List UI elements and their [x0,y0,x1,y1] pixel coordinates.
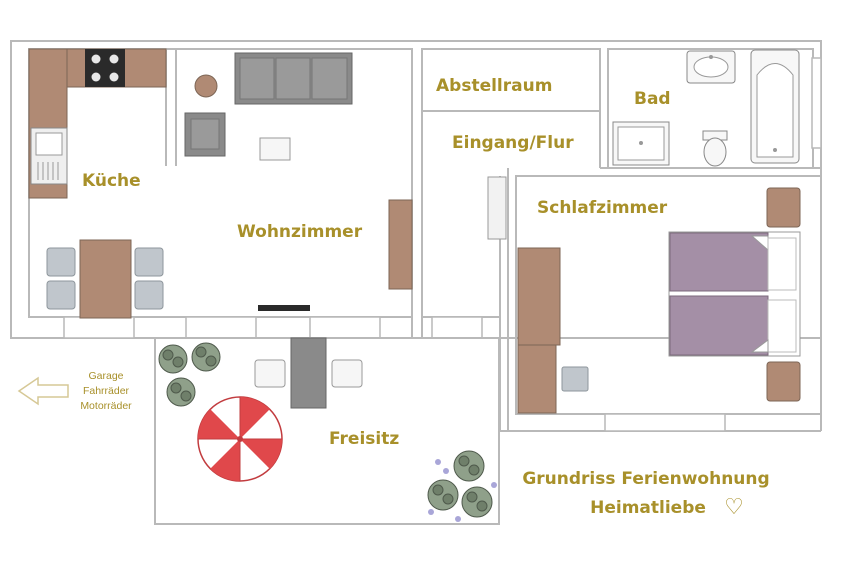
room-label-eingang: Eingang/Flur [452,133,574,153]
stove-icon [85,49,125,87]
bed-mattress [669,232,769,292]
plant-icon [427,479,459,511]
bathroom-fixtures [612,49,800,167]
bedroom-furniture [517,187,801,414]
pillow-icon [767,237,797,291]
dining-chair-icon [46,247,76,277]
terrace-chair-icon [331,359,363,388]
heart-icon: ♡ [724,495,744,520]
plant-icon [461,486,493,518]
bicycles-label: Fahrräder [83,385,130,397]
dining-chair-icon [134,280,164,310]
room-label-abstellraum: Abstellraum [436,76,552,96]
stove-burner-icon [109,72,119,82]
kitchen-furniture [28,48,167,319]
garage-label: Garage [88,370,123,382]
flower-icon [428,509,434,515]
dining-chair-icon [134,247,164,277]
terrace-outline [154,337,500,525]
room-label-bad: Bad [634,89,671,109]
motorcycles-label: Motorräder [80,400,132,412]
living-room-furniture [184,52,413,311]
windows [63,57,822,432]
stove-burner-icon [109,54,119,64]
flower-icon [455,516,461,522]
stool-icon [561,366,589,392]
nightstand [766,361,801,402]
side-table-icon [194,74,218,98]
flower-icon [443,468,449,474]
parasol-icon [197,396,283,482]
plan-title: Grundriss Ferienwohnung [522,469,769,489]
plant-icon [453,450,485,482]
room-label-schlafzimmer: Schlafzimmer [537,198,668,218]
arrow-left-icon [17,376,69,406]
room-label-wohnzimmer: Wohnzimmer [237,222,363,242]
stove-burner-icon [91,72,101,82]
hallway-wardrobe [487,176,507,240]
tv-cabinet [388,199,413,290]
stove-burner-icon [91,54,101,64]
terrace-furniture [197,337,363,482]
pillow-icon [767,299,797,353]
wardrobe [517,344,557,414]
plan-subtitle: Heimatliebe [590,498,706,518]
heater-icon [258,305,310,311]
nightstand [766,187,801,228]
coffee-table [259,137,291,161]
dining-table [79,239,132,319]
plant-icon [191,342,221,372]
terrace-table [290,337,327,409]
flower-icon [491,482,497,488]
flower-icon [435,459,441,465]
flowers [428,459,497,522]
wardrobe [517,247,561,346]
bed-mattress [669,295,769,356]
terrace-chair-icon [254,359,286,388]
room-label-freisitz: Freisitz [329,429,399,449]
plant-icon [166,377,196,407]
plants [158,342,493,518]
plant-icon [158,344,188,374]
dining-chair-icon [46,280,76,310]
room-label-kueche: Küche [82,171,141,191]
